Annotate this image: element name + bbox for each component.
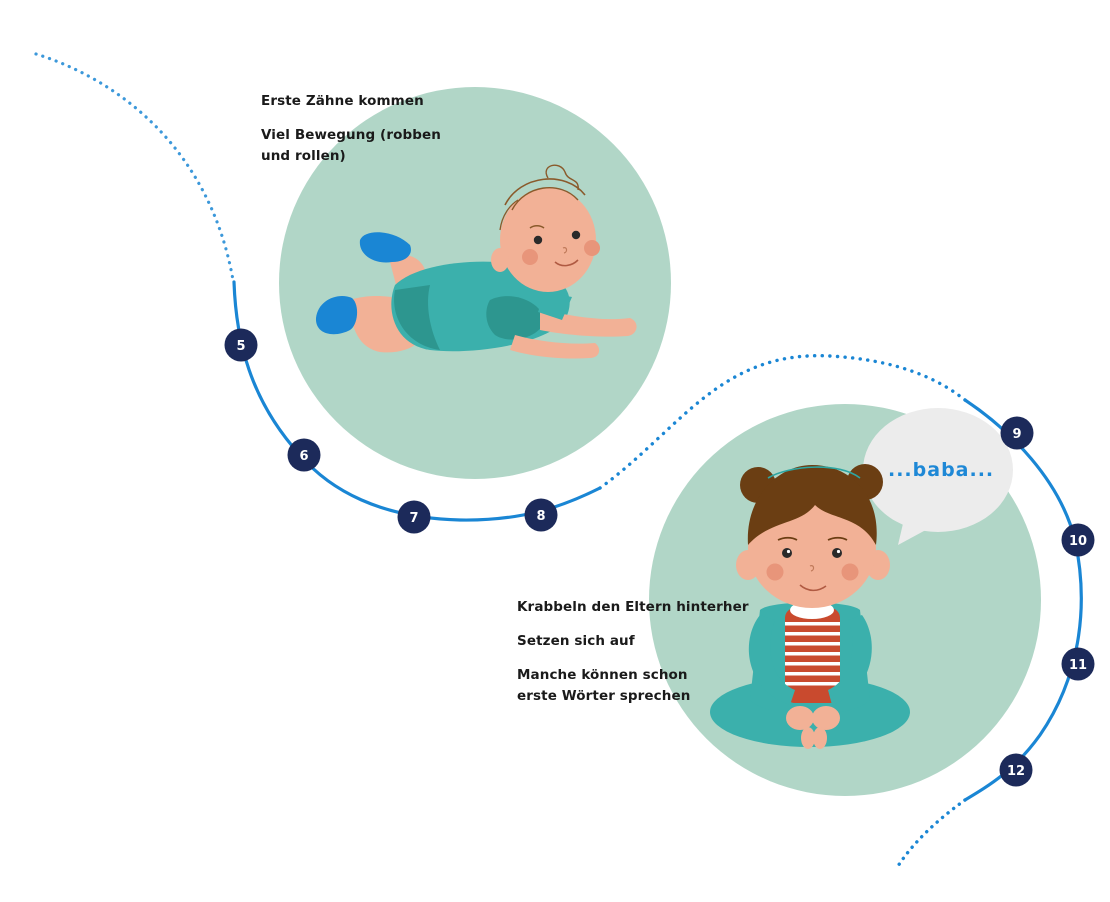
- marker-10: 10: [1061, 523, 1095, 557]
- timeline-dotted-middle: [598, 354, 967, 490]
- svg-text:5: 5: [236, 339, 245, 354]
- marker-6: 6: [287, 438, 321, 472]
- speech-bubble: ...baba...: [863, 408, 1013, 545]
- svg-text:12: 12: [1007, 764, 1025, 779]
- svg-text:10: 10: [1069, 534, 1087, 549]
- milestone-first-words: Manche können schon erste Wörter spreche…: [517, 665, 749, 707]
- marker-8: 8: [524, 498, 558, 532]
- baby-sitting-illustration: [710, 464, 910, 749]
- milestone-movement-line-1: Viel Bewegung (robben: [261, 127, 441, 143]
- baby-crawling-illustration: [315, 164, 637, 359]
- marker-5: 5: [224, 328, 258, 362]
- svg-text:6: 6: [299, 449, 308, 464]
- timeline-dotted-end: [896, 798, 967, 868]
- milestones-top: Erste Zähne kommen Viel Bewegung (robben…: [261, 91, 441, 167]
- milestone-sitting: Setzen sich auf: [517, 633, 635, 649]
- milestones-bottom: Krabbeln den Eltern hinterher Setzen sic…: [517, 597, 749, 707]
- milestone-crawling: Krabbeln den Eltern hinterher: [517, 599, 749, 615]
- marker-11: 11: [1061, 647, 1095, 681]
- milestone-first-words-line-1: Manche können schon: [517, 667, 688, 683]
- svg-text:8: 8: [536, 509, 545, 524]
- svg-text:7: 7: [409, 511, 418, 526]
- milestone-movement-line-2: und rollen): [261, 148, 346, 164]
- svg-text:11: 11: [1069, 658, 1087, 673]
- marker-9: 9: [1000, 416, 1034, 450]
- svg-text:9: 9: [1012, 427, 1021, 442]
- milestone-first-words-line-2: erste Wörter sprechen: [517, 688, 691, 704]
- milestone-movement: Viel Bewegung (robben und rollen): [261, 125, 441, 167]
- marker-7: 7: [397, 500, 431, 534]
- speech-text: ...baba...: [888, 459, 994, 481]
- timeline-dotted-start: [34, 52, 235, 282]
- marker-12: 12: [999, 753, 1033, 787]
- milestone-first-teeth: Erste Zähne kommen: [261, 93, 424, 109]
